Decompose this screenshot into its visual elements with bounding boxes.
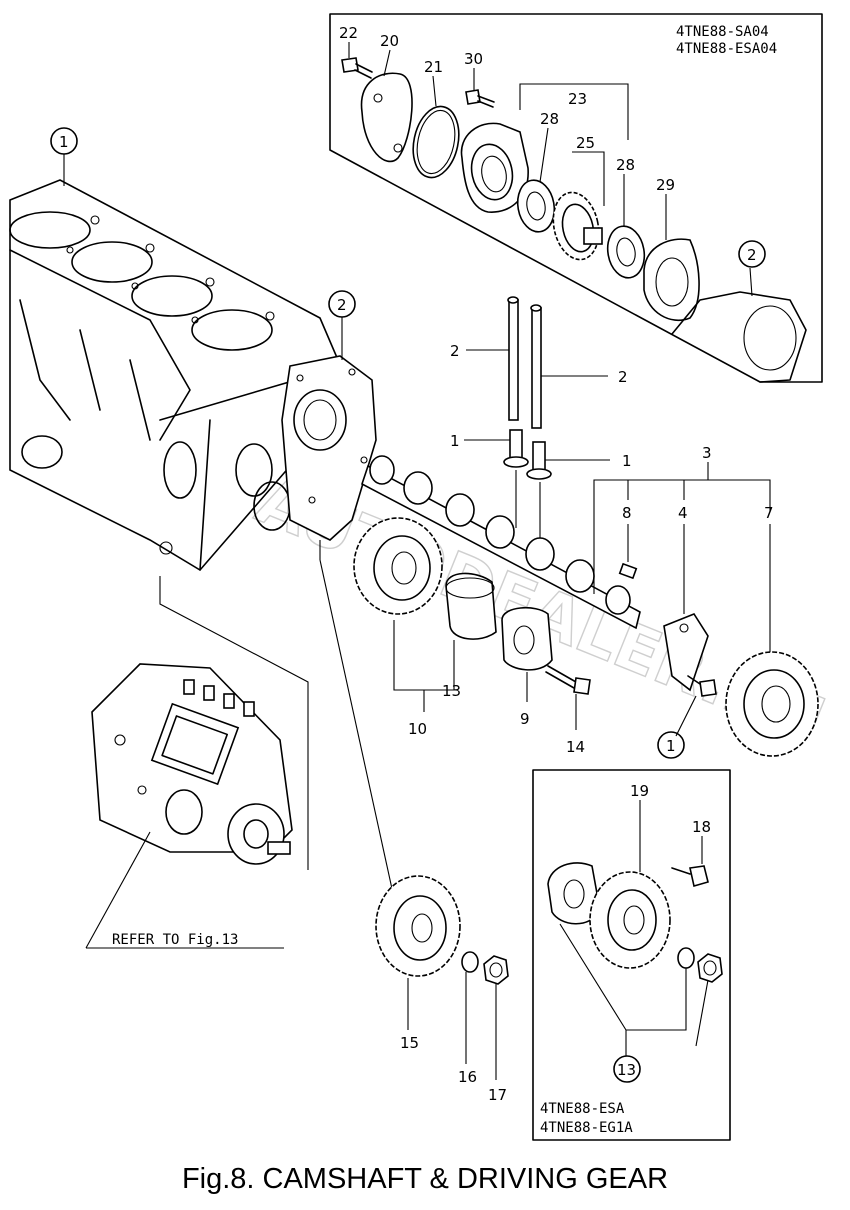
callout-20: 20 [380, 32, 399, 50]
fuel-injection-pump [91, 663, 293, 865]
nut-inset [697, 953, 723, 983]
bearing-28b [606, 225, 646, 279]
callout-2-inset: 2 [747, 246, 757, 264]
thrust-plate-4 [663, 613, 709, 692]
callout-30: 30 [464, 50, 483, 68]
bolt-14 [545, 665, 591, 695]
idle-gear-10 [353, 517, 443, 615]
refer-note: REFER TO Fig.13 [112, 932, 238, 948]
leader-block-to-pump [159, 576, 309, 870]
inset-box-bottom: 4TNE88-ESA 4TNE88-EG1A 13 19 18 [532, 769, 731, 1141]
inset-box-top: 4TNE88-SA04 4TNE88-ESA04 [329, 13, 823, 383]
callout-21: 21 [424, 58, 443, 76]
callout-14: 14 [566, 738, 585, 756]
callout-22: 22 [339, 24, 358, 42]
callout-9: 9 [520, 710, 530, 728]
cover-plate-20 [360, 72, 413, 163]
callout-7: 7 [764, 504, 774, 522]
bushing-13 [445, 572, 497, 640]
washer-16 [461, 951, 479, 973]
callout-17: 17 [488, 1086, 507, 1104]
model-label-esa04: 4TNE88-ESA04 [676, 41, 777, 57]
gear-19 [589, 871, 671, 969]
callout-13: 13 [442, 682, 461, 700]
idler-gear-25 [552, 191, 603, 261]
gasket-29 [643, 238, 700, 322]
callout-25: 25 [576, 134, 595, 152]
bolt-1 [699, 679, 717, 697]
drive-gear-15 [375, 875, 461, 977]
idle-shaft-9 [501, 607, 553, 671]
callout-1-tappet-b: 1 [622, 452, 632, 470]
callout-4: 4 [678, 504, 688, 522]
callout-16: 16 [458, 1068, 477, 1086]
key-8 [618, 562, 638, 580]
callout-23: 23 [568, 90, 587, 108]
o-ring-21 [412, 105, 460, 179]
model-label-esa: 4TNE88-ESA [540, 1101, 625, 1117]
washer-inset [677, 947, 695, 969]
callout-3: 3 [702, 444, 712, 462]
callout-2-rod-a: 2 [450, 342, 460, 360]
bolt-22 [341, 57, 373, 79]
model-label-eg1a: 4TNE88-EG1A [540, 1120, 633, 1136]
gear-case-plate-2 [281, 355, 377, 541]
nut-17 [483, 955, 509, 985]
callout-10: 10 [408, 720, 427, 738]
callout-18: 18 [692, 818, 711, 836]
push-rods-2 [507, 296, 542, 429]
tappets-1 [503, 429, 552, 480]
figure-caption: Fig.8. CAMSHAFT & DRIVING GEAR [181, 1163, 669, 1195]
callout-29: 29 [656, 176, 675, 194]
callout-1-block: 1 [59, 133, 69, 151]
gear-case-plate-partial [671, 291, 807, 383]
callout-1-tappet-a: 1 [450, 432, 460, 450]
callout-2-rod-b: 2 [618, 368, 628, 386]
bolt-18 [671, 865, 709, 888]
callout-8: 8 [622, 504, 632, 522]
callout-19: 19 [630, 782, 649, 800]
camshaft [361, 455, 641, 630]
bearing-28a [516, 179, 556, 233]
callout-13-inset: 13 [617, 1061, 636, 1079]
callout-28b: 28 [616, 156, 635, 174]
callout-1-bolt: 1 [666, 737, 676, 755]
model-label-sa04: 4TNE88-SA04 [676, 24, 769, 40]
bolt-30 [465, 89, 495, 108]
cylinder-block [9, 179, 339, 572]
cam-gear-7 [725, 651, 819, 757]
callout-15: 15 [400, 1034, 419, 1052]
callout-2-plate: 2 [337, 296, 347, 314]
callout-28a: 28 [540, 110, 559, 128]
